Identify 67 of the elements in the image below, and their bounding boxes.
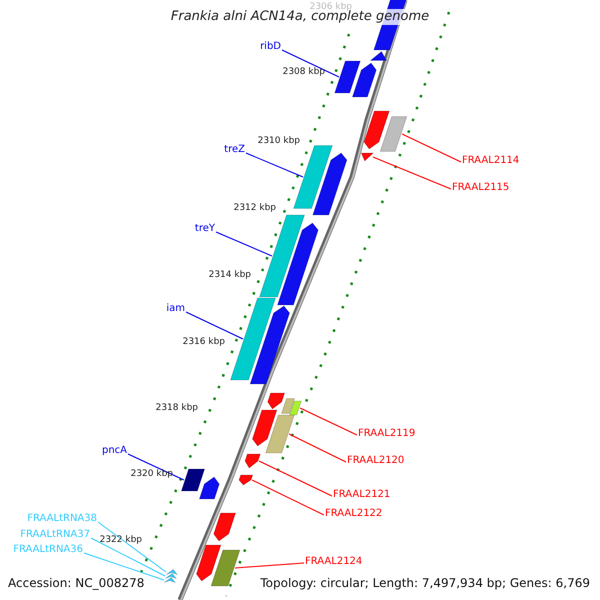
leader-line (90, 538, 166, 576)
gene-block (244, 454, 261, 468)
leader-line (234, 562, 304, 568)
gene-block (293, 145, 333, 209)
gene-block (198, 476, 220, 500)
leader-line (216, 232, 272, 256)
gene-block (281, 398, 295, 414)
gene-label: FRAAL2121 (333, 489, 390, 501)
gene-block (180, 468, 206, 492)
gene-block (230, 298, 276, 380)
gene-label: FRAALtRNA37 (20, 529, 90, 541)
leader-line (84, 552, 164, 580)
scale-label: 2312 kbp (234, 203, 276, 214)
scale-label: 2306 kbp (310, 2, 352, 12)
gene-label: FRAAL2122 (325, 508, 382, 520)
scale-label: 2310 kbp (258, 136, 300, 147)
gene-label: FRAALtRNA36 (13, 544, 83, 556)
gene-label: FRAAL2115 (452, 182, 510, 194)
gene-label: treZ (224, 144, 245, 156)
trna-marker (166, 569, 178, 576)
gene-label: pncA (102, 445, 127, 457)
leader-line (98, 522, 166, 572)
trna-marker (164, 573, 178, 580)
leader-line (252, 480, 324, 516)
gene-block (250, 306, 290, 384)
gene-block (210, 550, 240, 586)
gene-label: ribD (260, 41, 281, 53)
scale-label: 2316 kbp (182, 337, 225, 348)
gene-label: FRAALtRNA38 (27, 513, 97, 525)
scale-label: 2314 kbp (208, 270, 251, 281)
scale-label: 2320 kbp (130, 469, 173, 480)
gene-block (196, 544, 222, 582)
gene-label: iam (166, 303, 185, 315)
leader-line (288, 434, 346, 462)
gene-block (360, 152, 374, 162)
leader-line (300, 408, 358, 436)
gene-block (277, 222, 319, 306)
trna-marker (164, 577, 176, 584)
leader-line (246, 152, 304, 178)
gene-block (352, 62, 377, 98)
gene-label: FRAAL2120 (347, 455, 404, 467)
scale-label: 2308 kbp (282, 67, 325, 78)
gene-label: treY (194, 223, 215, 235)
gene-label: FRAAL2114 (462, 155, 520, 167)
gene-block (213, 512, 236, 542)
gene-block (259, 214, 305, 298)
leader-line (282, 50, 340, 78)
gene-block (267, 392, 286, 410)
gene-block (265, 414, 295, 454)
leader-line (186, 312, 244, 340)
gene-block (238, 474, 254, 486)
leader-line (402, 134, 462, 162)
gene-block (252, 410, 278, 446)
genome-info-text: Topology: circular; Length: 7,497,934 bp; Genes: 6,769 (260, 576, 590, 590)
gene-block (364, 110, 390, 150)
gene-block (334, 60, 361, 94)
leader-line (372, 156, 452, 190)
gene-block (289, 400, 302, 416)
gene-label: FRAAL2124 (305, 556, 362, 568)
gene-block (380, 116, 408, 152)
leader-line (258, 460, 332, 496)
accession-text: Accession: NC_008278 (8, 576, 144, 590)
gene-label: FRAAL2119 (358, 428, 416, 440)
gene-block (312, 152, 348, 216)
leader-line (128, 454, 184, 480)
scale-label: 2318 kbp (156, 403, 198, 414)
scale-label: 2322 kbp (100, 535, 142, 546)
